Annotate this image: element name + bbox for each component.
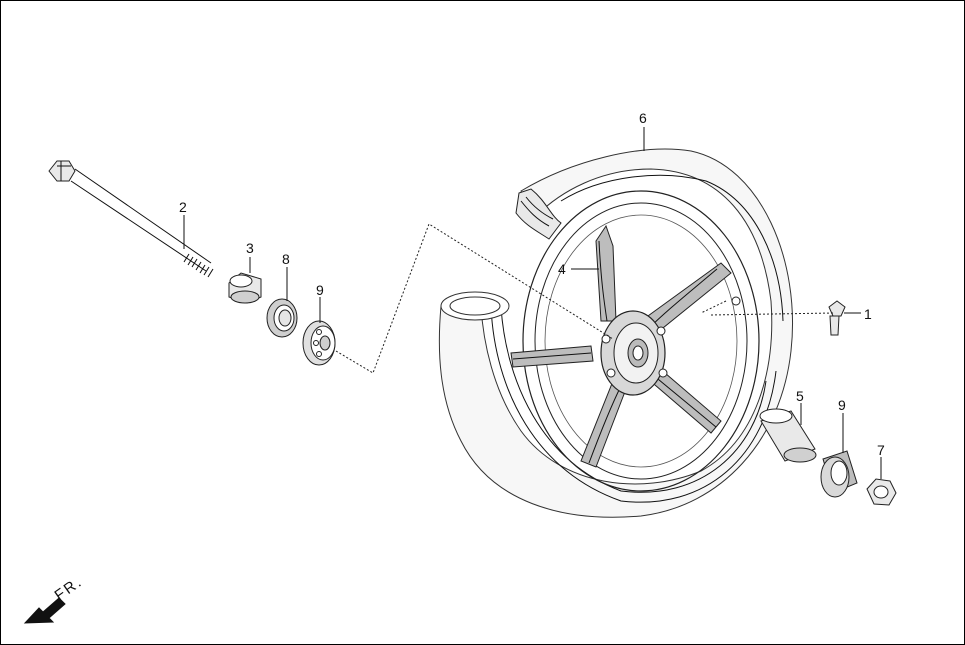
bearing-right <box>820 450 858 498</box>
callout-7: 7 <box>877 442 885 458</box>
oil-seal <box>266 298 298 338</box>
collar <box>228 272 262 304</box>
callout-5: 5 <box>796 388 804 404</box>
callout-3: 3 <box>246 240 254 256</box>
assembly-centerlines <box>335 223 834 374</box>
bearing-left <box>302 320 336 366</box>
spacer <box>759 408 817 463</box>
valve <box>828 300 846 336</box>
callout-1: 1 <box>864 306 872 322</box>
callout-8: 8 <box>282 251 290 267</box>
leader-lines <box>183 127 882 479</box>
axle <box>48 160 214 278</box>
callout-2: 2 <box>179 199 187 215</box>
callout-9-left: 9 <box>316 282 324 298</box>
wheel-rim <box>510 190 760 492</box>
axle-nut <box>866 478 897 506</box>
callout-4: 4 <box>558 261 566 277</box>
callout-9-right: 9 <box>838 397 846 413</box>
front-direction-arrow-icon <box>23 597 66 624</box>
callout-6: 6 <box>639 110 647 126</box>
tire <box>438 148 793 518</box>
